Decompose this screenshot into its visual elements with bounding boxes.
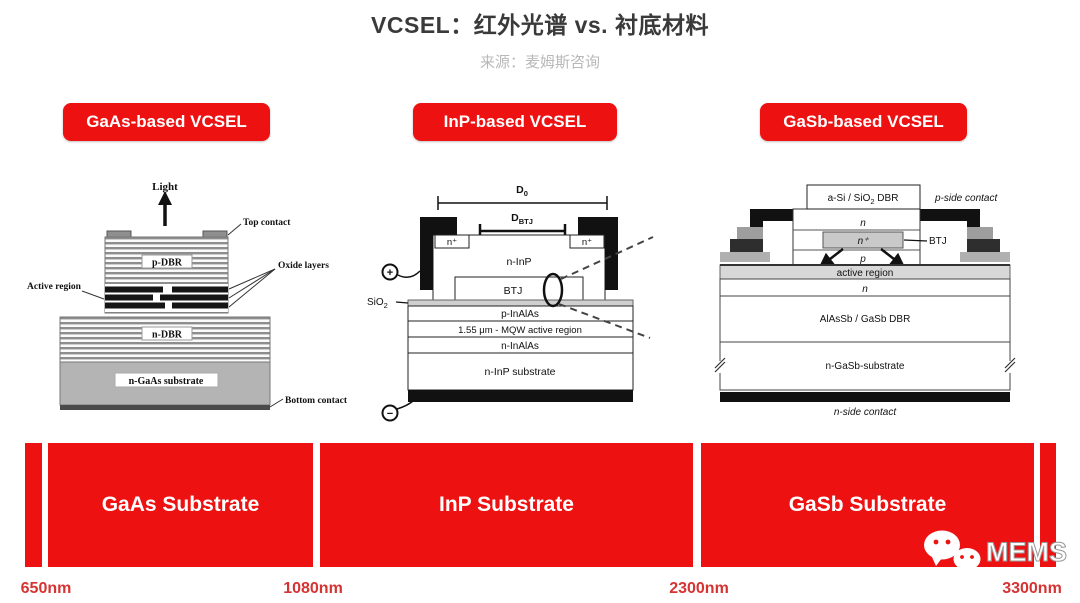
dbr-label: AlAsSb / GaSb DBR <box>820 314 911 325</box>
top-contact-label: Top contact <box>243 218 291 228</box>
p-layer-label: p <box>859 254 866 265</box>
n-plus-left-label: n⁺ <box>447 237 457 248</box>
n-dbr-label-box: n-DBR <box>141 326 193 341</box>
minus-sign: − <box>387 408 393 420</box>
n-top-label: n <box>860 218 866 229</box>
n-dbr-label: n-DBR <box>152 330 183 341</box>
mqw-label: 1.55 μm - MQW active region <box>458 325 582 336</box>
current-arrows <box>818 248 906 268</box>
n-mid-label: n <box>862 284 868 295</box>
bar-inp-substrate: InP Substrate <box>320 443 693 567</box>
active-region-label: Active region <box>27 282 82 292</box>
top-dbr-box: a-Si / SiO2 DBR <box>806 184 921 210</box>
inp-vcsel-cross-section: D0 DBTJ n⁺ n⁺ n-InP BTJ SiO2 <box>367 184 654 422</box>
annotation-leader-lines <box>81 223 284 408</box>
callout-dashed-lines <box>558 236 654 339</box>
bottom-contact-label: Bottom contact <box>285 396 348 406</box>
side-contact-steps <box>720 209 1010 262</box>
substrate-break-marks <box>714 357 1016 373</box>
btj-label: BTJ <box>929 236 947 247</box>
p-inalas-label: p-InAlAs <box>501 309 539 320</box>
btj-label: BTJ <box>504 285 523 297</box>
dbtj-label: DBTJ <box>511 212 533 226</box>
n-inalas-label: n-InAlAs <box>501 341 539 352</box>
minus-terminal: − <box>381 400 414 422</box>
n-plus-contact-right: n⁺ <box>569 234 605 249</box>
n-inp-substrate-label: n-InP substrate <box>484 366 555 378</box>
wavelength-1080nm: 1080nm <box>283 580 343 597</box>
bar-gaas-substrate: GaAs Substrate <box>48 443 313 567</box>
n-plus-label: n⁺ <box>858 236 870 247</box>
gaas-vcsel-cross-section: Light p-DBR n-DBR n-GaAs sub <box>27 181 348 410</box>
p-side-contact-label: p-side contact <box>934 193 998 204</box>
badge-inp-label: InP-based VCSEL <box>443 112 587 131</box>
badge-gasb-label: GaSb-based VCSEL <box>783 112 944 131</box>
badge-gaas-vcsel: GaAs-based VCSEL <box>63 103 270 141</box>
bar-gaas-label: GaAs Substrate <box>101 493 260 516</box>
sio2-leader <box>395 301 409 304</box>
substrate-label-box: n-GaAs substrate <box>114 372 219 388</box>
btj-callout-ellipse <box>542 272 564 308</box>
n-plus-contact-left: n⁺ <box>434 234 470 249</box>
mems-logo-text: MEMS <box>986 536 1068 567</box>
d0-dimension <box>437 196 608 210</box>
substrate-label: n-GaAs substrate <box>129 376 204 387</box>
bar-strip-right <box>1040 443 1056 567</box>
badge-inp-vcsel: InP-based VCSEL <box>413 103 617 141</box>
light-label: Light <box>152 181 178 193</box>
n-plus-right-label: n⁺ <box>582 237 592 248</box>
wavelength-2300nm: 2300nm <box>669 580 729 597</box>
top-dbr-label: a-Si / SiO2 DBR <box>828 193 899 206</box>
wavelength-650nm: 650nm <box>20 580 72 597</box>
n-inp-label: n-InP <box>506 256 531 268</box>
bar-gasb-substrate: GaSb Substrate <box>701 443 1034 567</box>
p-dbr-label-box: p-DBR <box>141 254 193 269</box>
bar-gasb-label: GaSb Substrate <box>788 493 947 516</box>
n-plus-btj-layer <box>822 231 904 249</box>
mems-watermark: MEMS <box>922 529 1068 575</box>
btj-leader <box>903 239 928 242</box>
light-arrow <box>158 191 172 226</box>
sio2-layer <box>407 299 634 307</box>
wavelength-3300nm: 3300nm <box>1002 580 1062 597</box>
bottom-contact-layer <box>408 390 633 402</box>
bar-inp-label: InP Substrate <box>439 493 574 516</box>
substrate-label: n-GaSb-substrate <box>826 361 905 372</box>
plus-terminal: + <box>381 263 421 281</box>
layer-stack <box>719 264 1011 402</box>
plus-sign: + <box>387 267 393 279</box>
badge-gasb-vcsel: GaSb-based VCSEL <box>760 103 967 141</box>
d0-label: D0 <box>516 184 528 198</box>
badge-gaas-label: GaAs-based VCSEL <box>86 112 247 131</box>
source-caption: 来源：麦姆斯咨询 <box>479 54 600 71</box>
oxide-layers-label: Oxide layers <box>278 261 329 271</box>
n-side-contact-label: n-side contact <box>834 407 897 418</box>
wechat-bubbles-icon <box>924 530 981 575</box>
bar-strip-left <box>25 443 42 567</box>
top-contact-brackets <box>420 217 618 290</box>
bottom-contact-layer <box>60 405 270 410</box>
active-region-label: active region <box>837 268 894 279</box>
page-title: VCSEL：红外光谱 vs. 衬底材料 <box>371 12 709 38</box>
p-dbr-label: p-DBR <box>152 258 183 269</box>
sio2-label: SiO2 <box>367 297 388 310</box>
active-region-layers <box>105 284 228 312</box>
gasb-vcsel-cross-section: a-Si / SiO2 DBR p-side contact n n⁺ p BT… <box>714 184 1016 418</box>
